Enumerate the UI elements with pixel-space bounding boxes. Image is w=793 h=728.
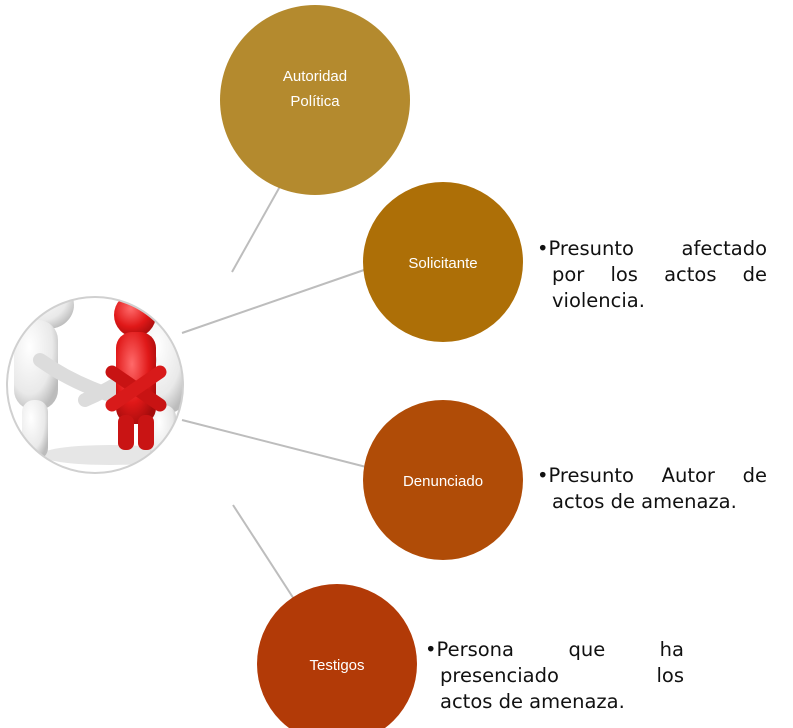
connector-denunciado	[181, 419, 379, 471]
description-solicitante-line-1: •Presunto afectado	[537, 237, 767, 260]
description-denunciado-line-1: •Presunto Autor de	[537, 464, 767, 487]
node-label-autoridad-line-2: Política	[290, 93, 340, 110]
description-testigos: •Persona que ha presenciado los actos de…	[425, 637, 684, 715]
description-testigos-line-2: presenciado los	[440, 664, 684, 687]
description-solicitante-line-3: violencia.	[552, 289, 645, 312]
description-solicitante-line-2: por los actos de	[552, 263, 767, 286]
hub-picture	[6, 296, 184, 474]
node-label-autoridad-line-1: Autoridad	[283, 68, 347, 85]
connector-solicitante	[181, 269, 365, 334]
node-label-testigos: Testigos	[309, 657, 364, 674]
node-label-denunciado: Denunciado	[403, 473, 483, 490]
connector-lines	[181, 164, 379, 614]
node-testigos: Testigos	[257, 584, 417, 728]
red-figure	[105, 297, 167, 450]
description-testigos-line-3: actos de amenaza.	[440, 690, 625, 713]
node-denunciado: Denunciado	[363, 400, 523, 560]
connector-testigos	[232, 504, 304, 614]
description-testigos-line-1: •Persona que ha	[425, 638, 684, 661]
node-label-solicitante: Solicitante	[408, 255, 477, 272]
node-solicitante: Solicitante	[363, 182, 523, 342]
description-denunciado: •Presunto Autor de actos de amenaza.	[537, 463, 767, 515]
description-solicitante: •Presunto afectado por los actos de viol…	[537, 236, 767, 314]
node-autoridad-politica: Autoridad Política	[220, 5, 410, 195]
description-denunciado-line-2: actos de amenaza.	[552, 490, 737, 513]
